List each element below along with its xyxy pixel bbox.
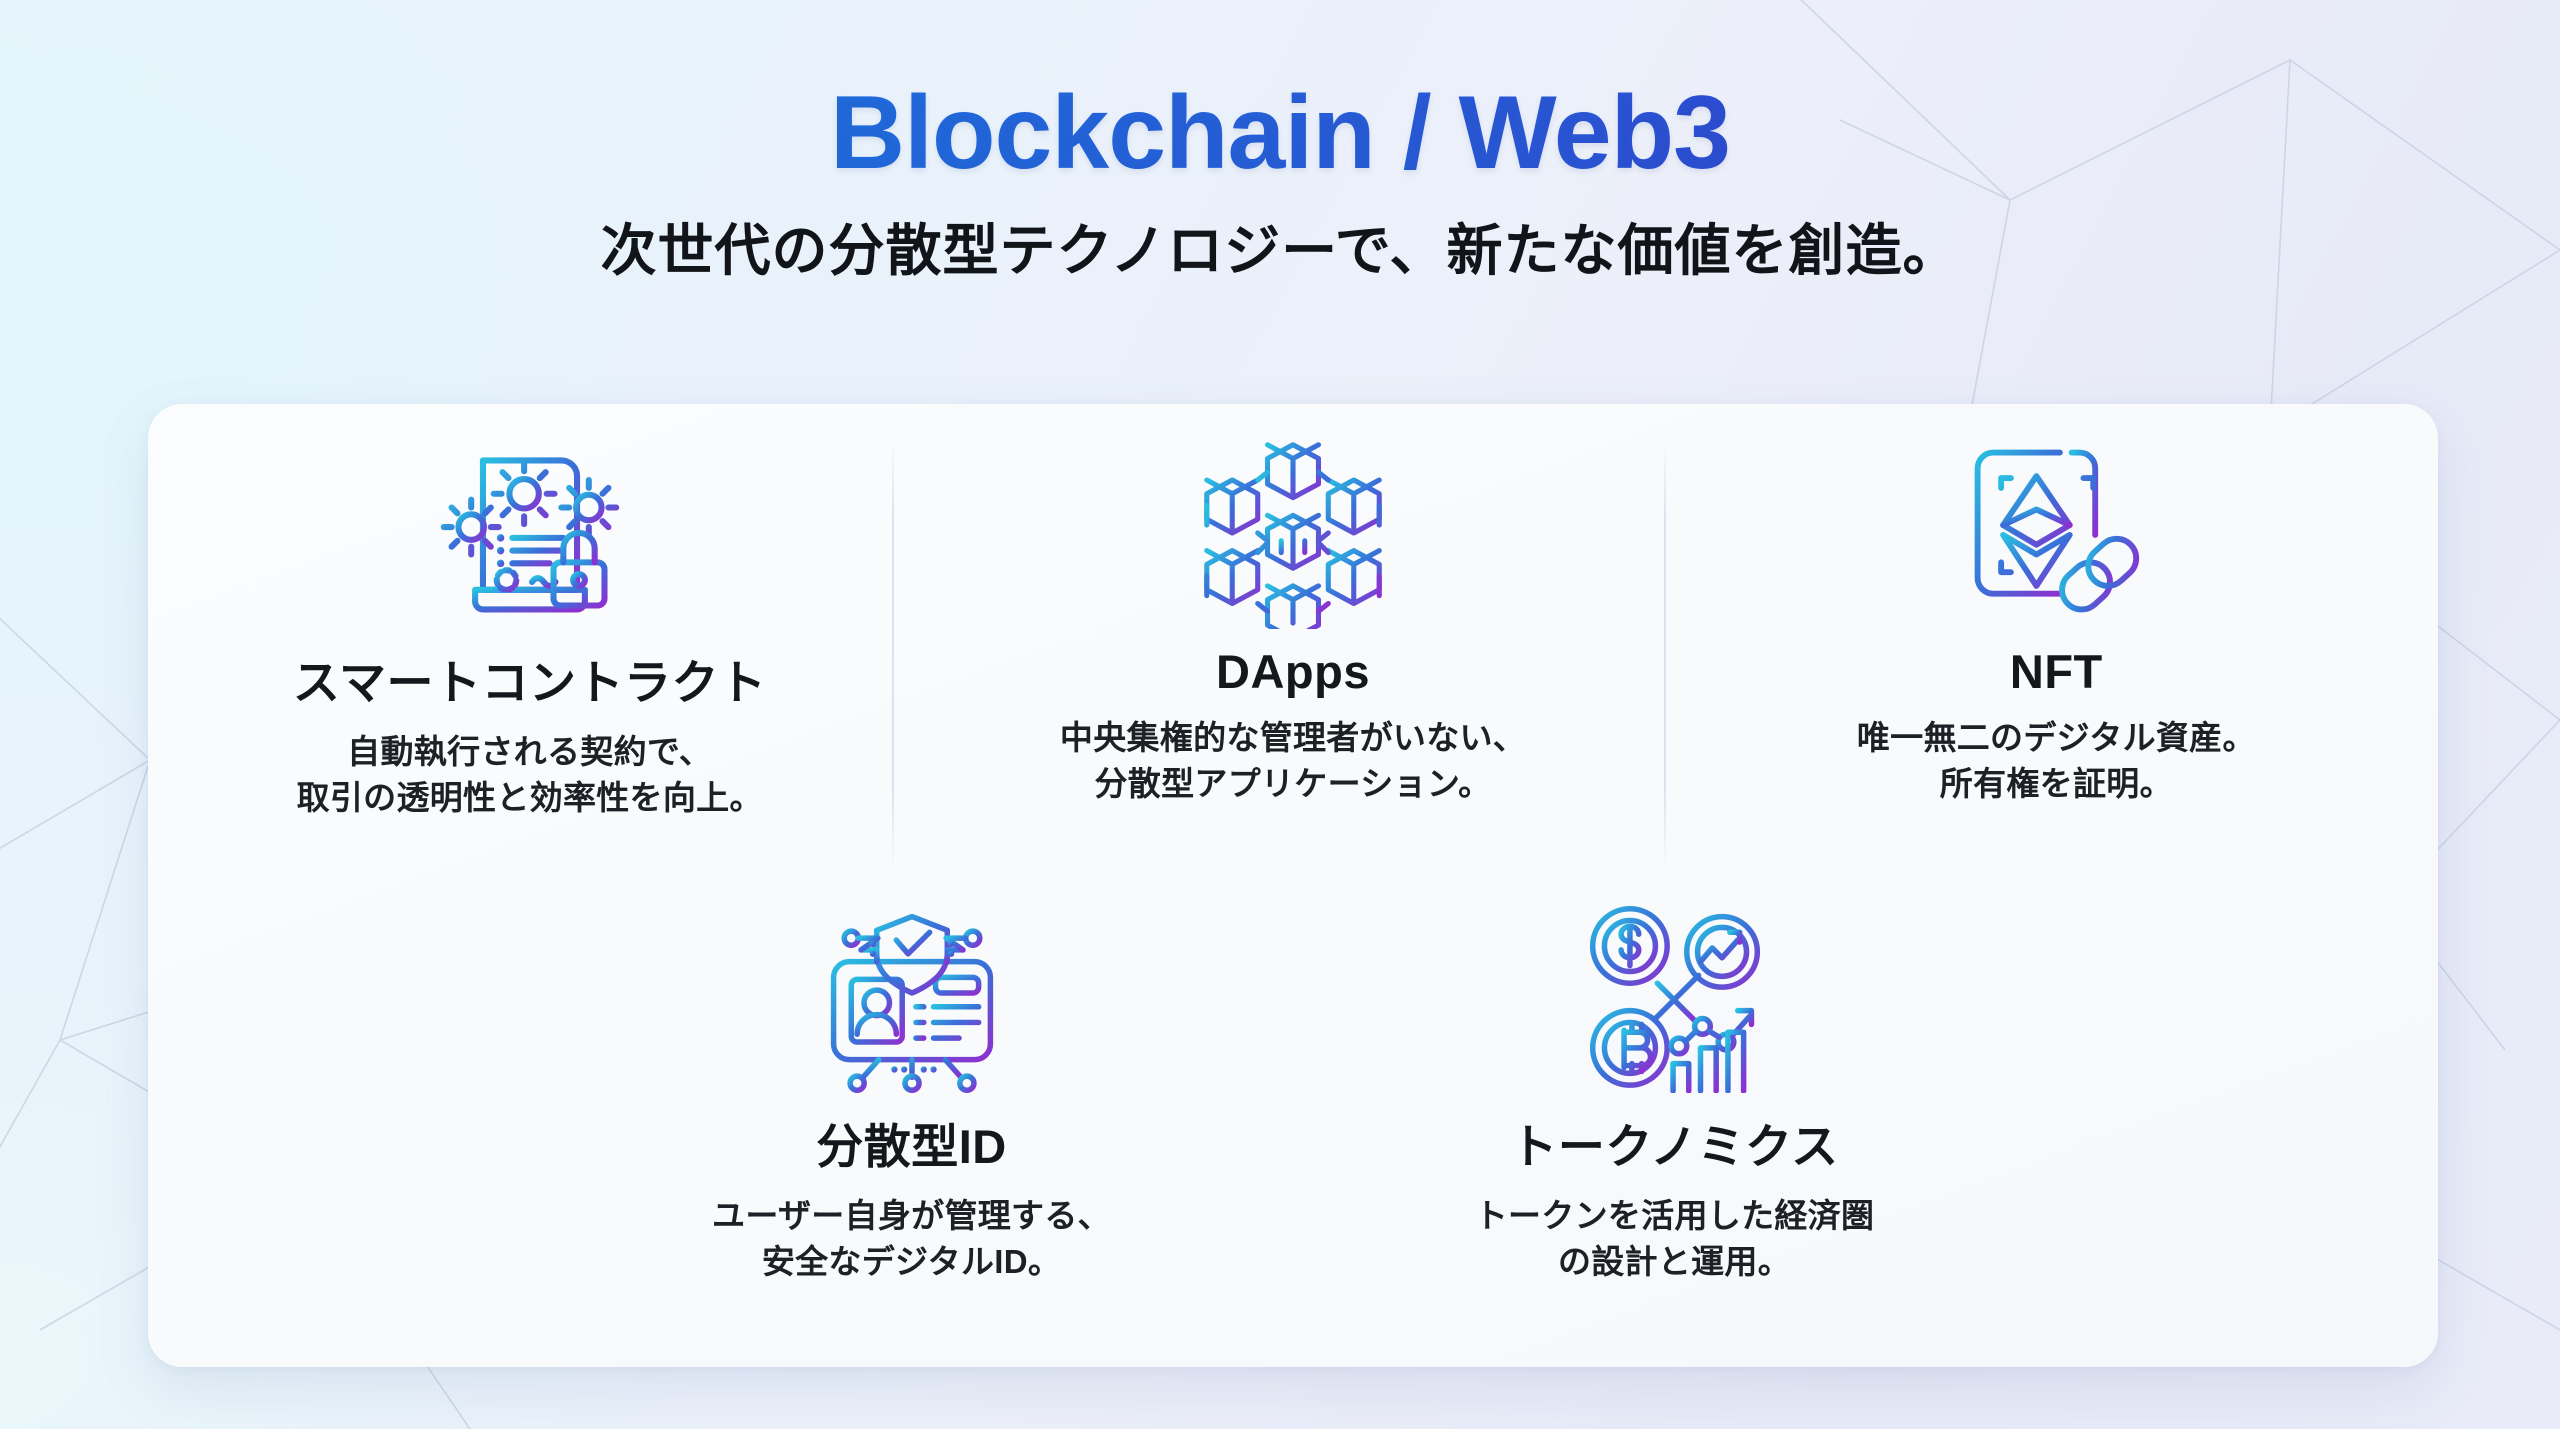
nft-ethereum-icon [1701,426,2412,636]
card-title: DApps [1216,645,1370,698]
card-title: トークノミクス [1510,1120,1839,1173]
header: Blockchain / Web3 次世代の分散型テクノロジーで、新たな価値を創… [0,0,2560,287]
feature-row-top: スマートコントラクト 自動執行される契約で、 取引の透明性と効率性を向上。 [148,426,2438,820]
feature-card-dapps[interactable]: DApps 中央集権的な管理者がいない、 分散型アプリケーション。 [911,426,1674,820]
feature-card-smart-contract[interactable]: スマートコントラクト 自動執行される契約で、 取引の透明性と効率性を向上。 [148,426,911,820]
card-description: 唯一無二のデジタル資産。 所有権を証明。 [1856,719,2256,802]
blockchain-network-icon [937,426,1648,636]
feature-card-decentralized-id[interactable]: 分散型ID ユーザー自身が管理する、 安全なデジタルID。 [530,890,1293,1284]
column-divider-1 [892,438,894,870]
feature-card-tokenomics[interactable]: トークノミクス トークンを活用した経済圏 の設計と運用。 [1293,890,2056,1284]
card-description: ユーザー自身が管理する、 安全なデジタルID。 [712,1197,1111,1280]
card-description: トークンを活用した経済圏 の設計と運用。 [1474,1197,1875,1280]
page-title: Blockchain / Web3 [0,78,2560,188]
smart-contract-icon [174,426,885,636]
card-title: NFT [2009,645,2103,698]
card-description: 中央集権的な管理者がいない、 分散型アプリケーション。 [1059,719,1527,802]
tokenomics-icon [1319,890,2030,1100]
feature-row-bottom: 分散型ID ユーザー自身が管理する、 安全なデジタルID。 [530,890,2056,1284]
page-subtitle: 次世代の分散型テクノロジーで、新たな価値を創造。 [600,219,1960,283]
feature-panel: スマートコントラクト 自動執行される契約で、 取引の透明性と効率性を向上。 [148,404,2438,1367]
card-title: スマートコントラクト [292,656,767,709]
feature-card-nft[interactable]: NFT 唯一無二のデジタル資産。 所有権を証明。 [1675,426,2438,820]
card-title: 分散型ID [816,1120,1007,1173]
digital-id-icon [556,890,1267,1100]
column-divider-2 [1664,438,1666,870]
card-description: 自動執行される契約で、 取引の透明性と効率性を向上。 [296,733,763,816]
